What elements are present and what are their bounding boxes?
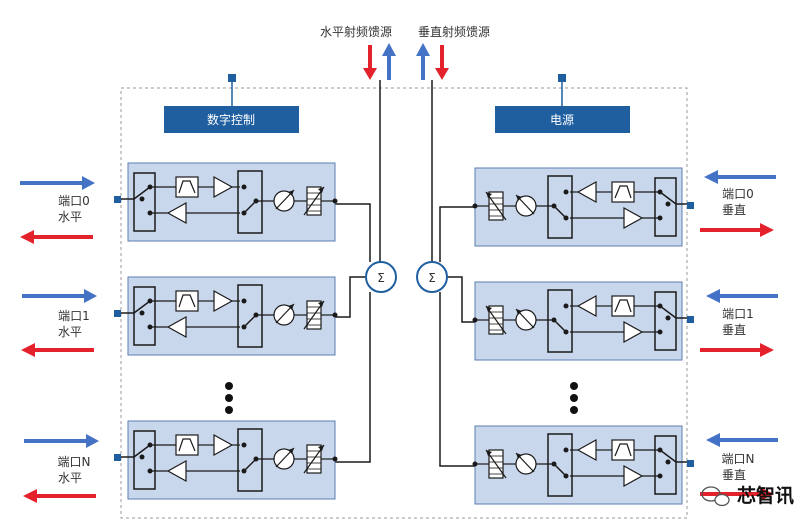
module-h-1 (119, 276, 339, 356)
h-feed-label: 水平射频馈源 (320, 24, 392, 39)
module-v-0 (473, 168, 691, 246)
port-arrows-left-1 (21, 289, 97, 357)
port-label-left-n: 端口N (58, 455, 91, 469)
digital-control-box: 数字控制 (164, 74, 299, 133)
port-arrows-right-n (700, 433, 778, 501)
combiner-h: Σ (365, 261, 397, 293)
ellipsis-right (570, 382, 578, 414)
svg-text:Σ: Σ (377, 271, 385, 285)
port-label-right-0: 端口0 (722, 187, 754, 201)
port-connector (687, 316, 694, 323)
svg-text:Σ: Σ (428, 271, 436, 285)
v-feed-label: 垂直射频馈源 (418, 24, 490, 39)
module-v-1 (473, 282, 691, 360)
port-pol-right-n: 垂直 (722, 468, 746, 482)
port-connector (114, 454, 121, 461)
svg-text:数字控制: 数字控制 (207, 112, 255, 127)
module-v-n (473, 426, 691, 504)
svg-text:电源: 电源 (550, 113, 574, 127)
port-connector (687, 202, 694, 209)
port-pol-right-1: 垂直 (722, 323, 746, 337)
module-h-0 (119, 162, 339, 242)
power-box: 电源 (495, 74, 630, 133)
port-connector (687, 460, 694, 467)
wechat-icon (701, 486, 730, 507)
port-arrows-left-0 (20, 176, 95, 244)
port-arrows-right-1 (700, 289, 778, 357)
svg-text:芯智讯: 芯智讯 (737, 484, 794, 507)
module-h-n (119, 420, 339, 500)
combiner-v: Σ (416, 261, 448, 293)
port-label-right-n: 端口N (722, 452, 755, 466)
port-pol-left-1: 水平 (58, 325, 82, 339)
ellipsis-left (225, 382, 233, 414)
h-feed-arrows (363, 43, 396, 80)
port-connector (114, 310, 121, 317)
port-label-left-1: 端口1 (58, 309, 90, 323)
port-arrows-left-n (23, 434, 99, 503)
system-enclosure (120, 87, 688, 519)
port-pol-left-0: 水平 (58, 210, 82, 224)
v-feed-arrows (416, 43, 449, 80)
port-pol-left-n: 水平 (58, 471, 82, 485)
watermark: 芯智讯 (701, 484, 794, 507)
port-label-right-1: 端口1 (722, 307, 754, 321)
port-connector (114, 196, 121, 203)
port-pol-right-0: 垂直 (722, 203, 746, 217)
port-label-left-0: 端口0 (58, 194, 90, 208)
feed-wiring (334, 80, 475, 467)
port-arrows-right-0 (700, 170, 776, 237)
